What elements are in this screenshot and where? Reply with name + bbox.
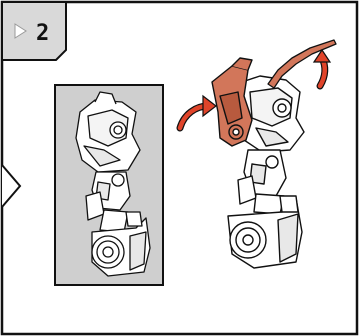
- play-icon: [14, 23, 27, 39]
- side-notch-icon: [1, 164, 22, 208]
- rod-part: [267, 39, 337, 89]
- rotate-arrow-left-icon: [176, 94, 217, 132]
- reference-robot-figure: [75, 91, 151, 277]
- reference-inset: [54, 84, 164, 286]
- step-badge: 2: [1, 1, 67, 61]
- rotate-arrow-right-icon: [312, 48, 332, 90]
- step-number: 2: [36, 21, 49, 46]
- main-robot-figure: [227, 75, 305, 269]
- highlighted-part: [211, 57, 253, 147]
